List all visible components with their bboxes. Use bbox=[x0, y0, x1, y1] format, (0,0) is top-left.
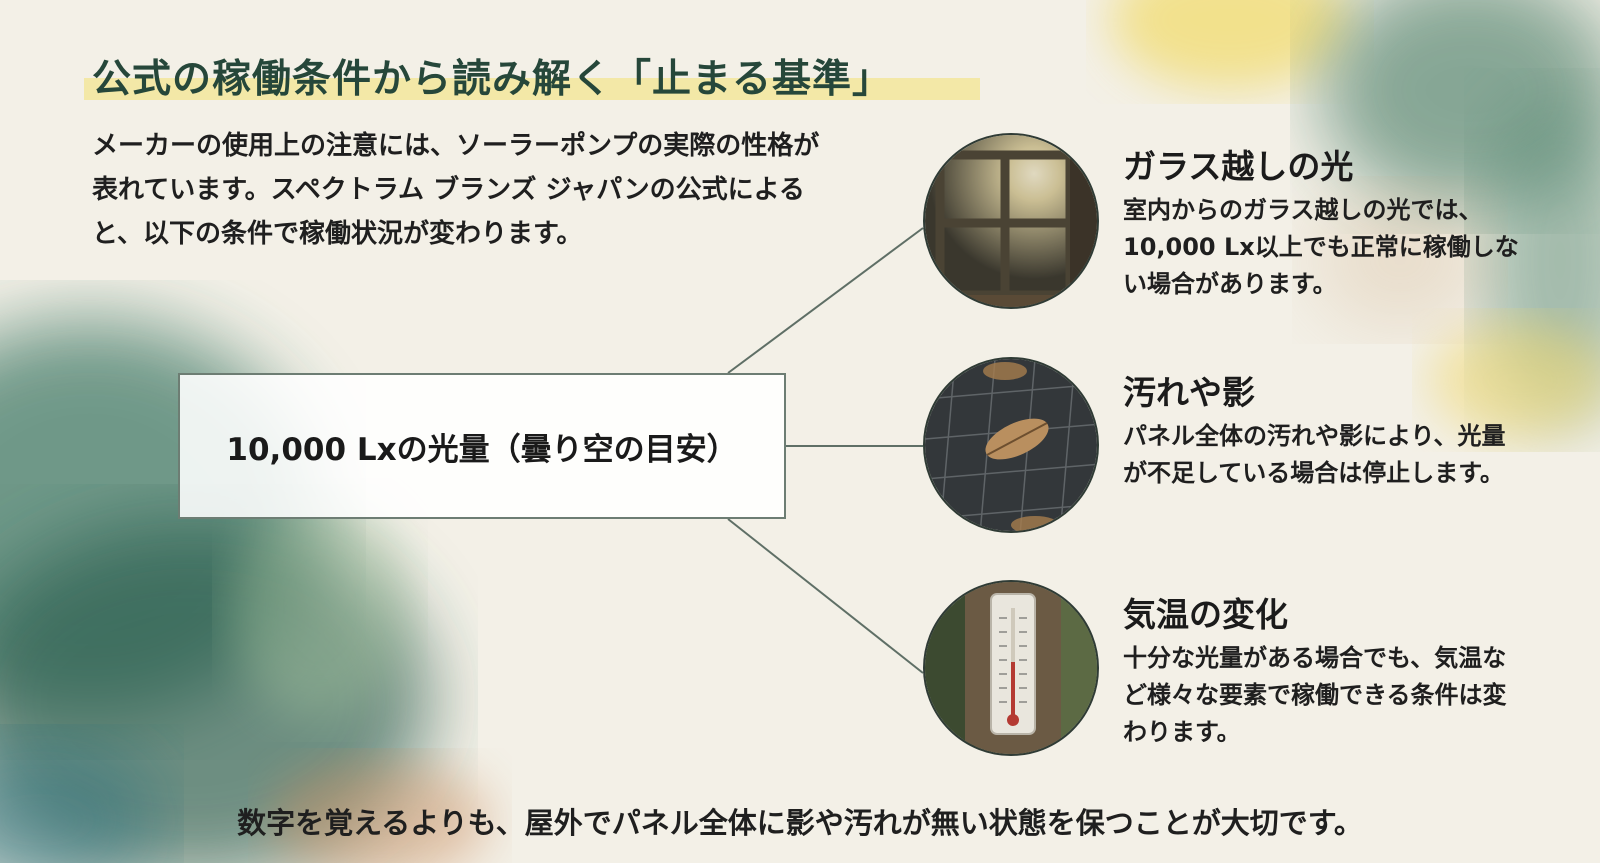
condition-title: 気温の変化 bbox=[1123, 595, 1288, 634]
condition-description: パネル全体の汚れや影により、光量が不足している場合は停止します。 bbox=[1123, 422, 1506, 487]
leaf-on-solar-panel-photo bbox=[923, 357, 1099, 533]
condition-description: 室内からのガラス越しの光では、10,000 Lx以上でも正常に稼働しない場合があ… bbox=[1123, 196, 1519, 298]
condition-description: 十分な光量がある場合でも、気温など様々な要素で稼働できる条件は変わります。 bbox=[1123, 644, 1507, 746]
window-light-photo bbox=[923, 133, 1099, 309]
condition-temperature: 気温の変化 十分な光量がある場合でも、気温など様々な要素で稼働できる条件は変わり… bbox=[1123, 588, 1523, 751]
thermometer-photo bbox=[923, 580, 1099, 756]
condition-title: ガラス越しの光 bbox=[1123, 147, 1354, 186]
title-highlight bbox=[84, 78, 980, 100]
connector-line-1 bbox=[727, 227, 924, 374]
footer-note: 数字を覚えるよりも、屋外でパネル全体に影や汚れが無い状態を保つことが大切です。 bbox=[237, 806, 1363, 840]
page-title: 公式の稼働条件から読み解く「止まる基準」 bbox=[92, 57, 893, 102]
connector-line-3 bbox=[727, 518, 924, 674]
condition-title: 汚れや影 bbox=[1123, 373, 1255, 412]
condition-glass-light: ガラス越しの光 室内からのガラス越しの光では、10,000 Lx以上でも正常に稼… bbox=[1123, 140, 1523, 303]
intro-text: メーカーの使用上の注意には、ソーラーポンプの実際の性格が表れています。スペクトラ… bbox=[92, 131, 820, 249]
condition-dirt-shadow: 汚れや影 パネル全体の汚れや影により、光量が不足している場合は停止します。 bbox=[1123, 366, 1523, 492]
center-condition-label: 10,000 Lxの光量（曇り空の目安） bbox=[226, 431, 738, 468]
title-block: 公式の稼働条件から読み解く「止まる基準」 bbox=[84, 44, 980, 102]
center-condition-box: 10,000 Lxの光量（曇り空の目安） bbox=[178, 373, 786, 519]
